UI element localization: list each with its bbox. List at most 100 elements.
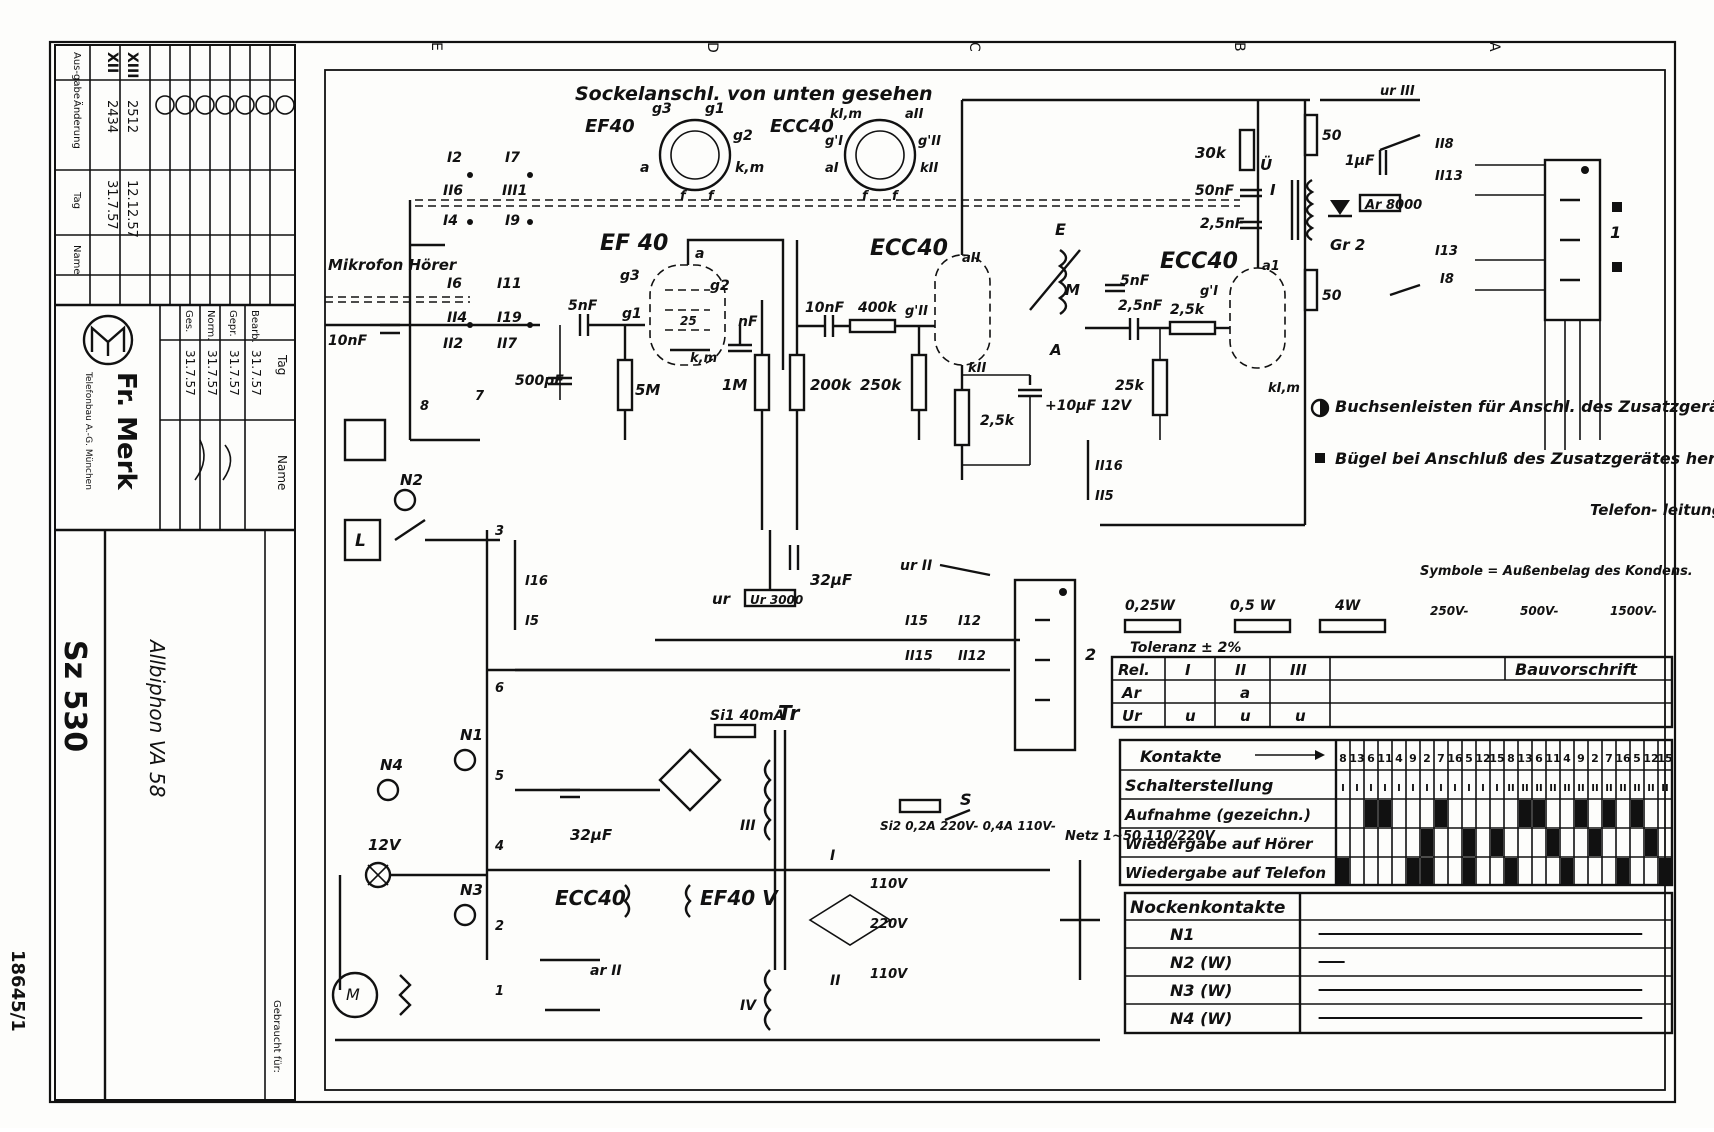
label-motor: M [346,985,360,1004]
symbols-heading: Symbole = Außenbelag des Kondens. [1420,564,1693,579]
contact-number: 8 [1339,752,1347,765]
tube-ef40-label: EF 40 [600,231,668,256]
cap-500pf: 500pF [515,373,564,389]
socket-ecc40-pin-kim: kI,m [830,107,862,122]
contact-row-hoerer: Wiedergabe auf Hörer [1125,835,1314,853]
tube-ecc40-a [934,254,991,366]
switch-position: I [1467,783,1471,794]
grid-letter-d: D [704,42,720,53]
socket-ecc40-pin-aii: aII [905,107,924,122]
cam-row-label: N1 [1170,925,1195,944]
tube-pin-gii: g'II [905,304,928,319]
contact-number: 9 [1577,752,1585,765]
cap-5nf-b: 5nF [1120,273,1150,289]
tube-pin-a: a [695,246,704,262]
title-block: Aus-gabe Änderung Tag Name XIII XII 2512… [7,44,296,1101]
grid-letter-c: C [966,42,982,52]
rev-12-date: 31.7.57 [104,180,119,230]
connector-1-label: 1 [1610,223,1621,242]
socket-ef40-pin-g1: g1 [705,101,725,117]
tube-pin-kii: kII [968,361,986,376]
contact-number: 6 [1535,752,1543,765]
switch-position: II [1507,783,1514,794]
rev-13-change: 2512 [124,100,139,133]
contact-state-cell-aufnahme [1575,800,1587,827]
tube-pin-25: 25 [680,314,697,328]
resistor-200k-label: 200k [810,376,852,394]
connector-1 [1543,158,1602,322]
cap-5nf-in: 5nF [568,298,598,314]
tube-pin-g1: g1 [622,306,642,322]
motor [331,971,379,1019]
contact-state-cell-hoerer [1645,829,1657,856]
contact-state-cell-hoerer [1547,829,1559,856]
drawing-frame [324,69,1666,1091]
contact-number: 15 [1489,752,1504,765]
contact-state-cell-aufnahme [1519,800,1531,827]
switch-position: I [1453,783,1457,794]
relay-row-ur-ii: u [1240,707,1251,725]
contact-number: 7 [1605,752,1613,765]
tube-ecc40-a-label: ECC40 [870,236,948,261]
approval-role-ges: Ges. [183,310,194,332]
switch-position: II [1549,783,1556,794]
contact-state-cell-hoerer [1421,829,1433,856]
drawing-number: Sz 530 [57,640,92,752]
rev-header-name: Name [71,245,82,275]
term-i7: I7 [505,150,520,166]
legend-text-2: Bügel bei Anschluß des Zusatzgerätes her… [1335,449,1714,468]
resistor-5m-label: 5M [635,381,660,399]
resistor-2k5-a [953,388,971,447]
approval-date-gepr: 31.7.57 [227,350,241,396]
label-l: L [355,531,366,551]
winding-ii: II [830,973,840,989]
fuse-si1: Si1 40mA [710,708,784,724]
contact-row-stellung: Schalterstellung [1125,776,1273,795]
mains-label: Netz 1~50 110/220V [1065,829,1216,844]
contact-state-cell-aufnahme [1435,800,1447,827]
contact-state-cell-aufnahme [1379,800,1391,827]
transformer-label: Tr [778,701,800,725]
contact-number: 11 [1545,752,1560,765]
approval-date-norm: 31.7.57 [205,350,219,396]
resistor-50-top [1303,113,1319,157]
relay-header-iii: III [1290,661,1307,679]
relay-ar-ii: ar II [590,963,622,979]
switch-position: II [1633,783,1640,794]
socket-ecc40-pin-f1: f [862,189,870,204]
socket-ecc40-label: ECC40 [770,116,834,137]
rev-12: XII [104,52,120,73]
term-ii6: II6 [443,183,463,199]
socket-ef40-pin-km: k,m [735,160,764,176]
contact-row-kontakte: Kontakte [1140,747,1222,766]
symbol-250v: 250V- [1430,604,1468,618]
relay-header-ii: II [1235,661,1247,679]
switch-position: II [1521,783,1528,794]
switch-position: II [1535,783,1542,794]
resistor-50-bot-label: 50 [1322,288,1342,304]
rev-header-tag: Tag [71,191,82,209]
contact-state-cell-aufnahme [1533,800,1545,827]
switch-position: I [1481,783,1485,794]
connector-2 [1013,578,1077,752]
potentiometer-25k [1151,358,1169,417]
contact-number: 4 [1395,752,1403,765]
contact-state-cell-hoerer [1589,829,1601,856]
term-i12: I12 [958,614,981,629]
resistor-30k-label: 30k [1195,144,1227,162]
relay-header-rel: Rel. [1118,661,1150,679]
grid-letter-e: E [428,42,444,51]
resistor-400k [848,318,897,334]
contact-number: 5 [1465,752,1473,765]
contact-state-cell-aufnahme [1631,800,1643,827]
cap-2n5-top: 2,5nF [1200,216,1245,232]
approval-role-gepr: Gepr. [227,310,238,337]
resistor-250k-label: 250k [860,376,902,394]
socket-ef40-pin-f2: f [708,189,716,204]
term-i19: I19 [497,310,522,326]
power-supply-circuit: 8 7 N2 L 3 I16 I5 6 5 4 2 1 ur Ur 3000 3… [331,389,1216,1042]
approval-role-norm: Norm. [205,310,216,340]
contact-number: 4 [1563,752,1571,765]
contact-state-cell-aufnahme [1603,800,1615,827]
